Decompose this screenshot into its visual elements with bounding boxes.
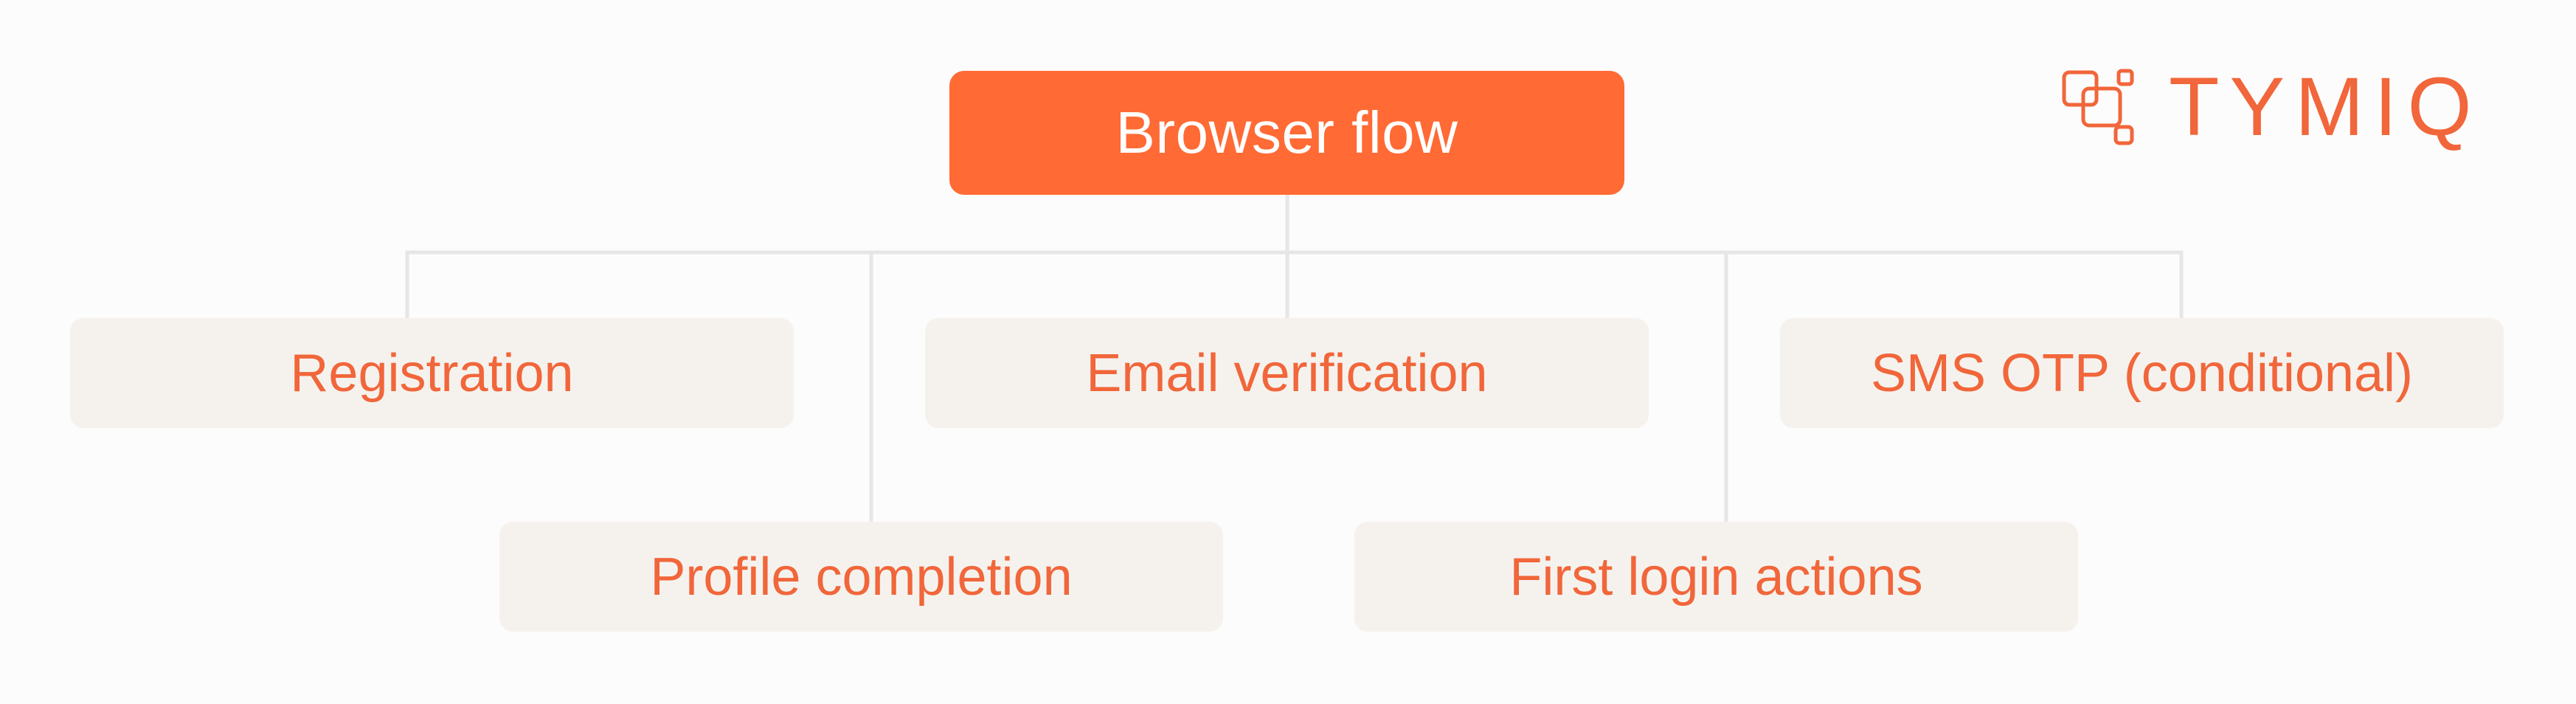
email-verification-label: Email verification xyxy=(1086,343,1488,403)
browser-flow-node: Browser flow xyxy=(949,71,1624,195)
profile-completion-node: Profile completion xyxy=(499,522,1223,632)
tymiq-logo: TYMIQ xyxy=(2058,66,2482,148)
sms-otp-label: SMS OTP (conditional) xyxy=(1871,343,2413,403)
email-verification-node: Email verification xyxy=(925,318,1649,428)
sms-otp-node: SMS OTP (conditional) xyxy=(1780,318,2504,428)
browser-flow-label: Browser flow xyxy=(1115,100,1458,165)
brand-name: TYMIQ xyxy=(2169,61,2482,153)
first-login-actions-label: First login actions xyxy=(1509,547,1923,607)
first-login-actions-node: First login actions xyxy=(1354,522,2078,632)
registration-label: Registration xyxy=(290,343,574,403)
registration-node: Registration xyxy=(70,318,794,428)
profile-completion-label: Profile completion xyxy=(650,547,1073,607)
tymiq-squares-logo-icon xyxy=(2062,69,2134,145)
